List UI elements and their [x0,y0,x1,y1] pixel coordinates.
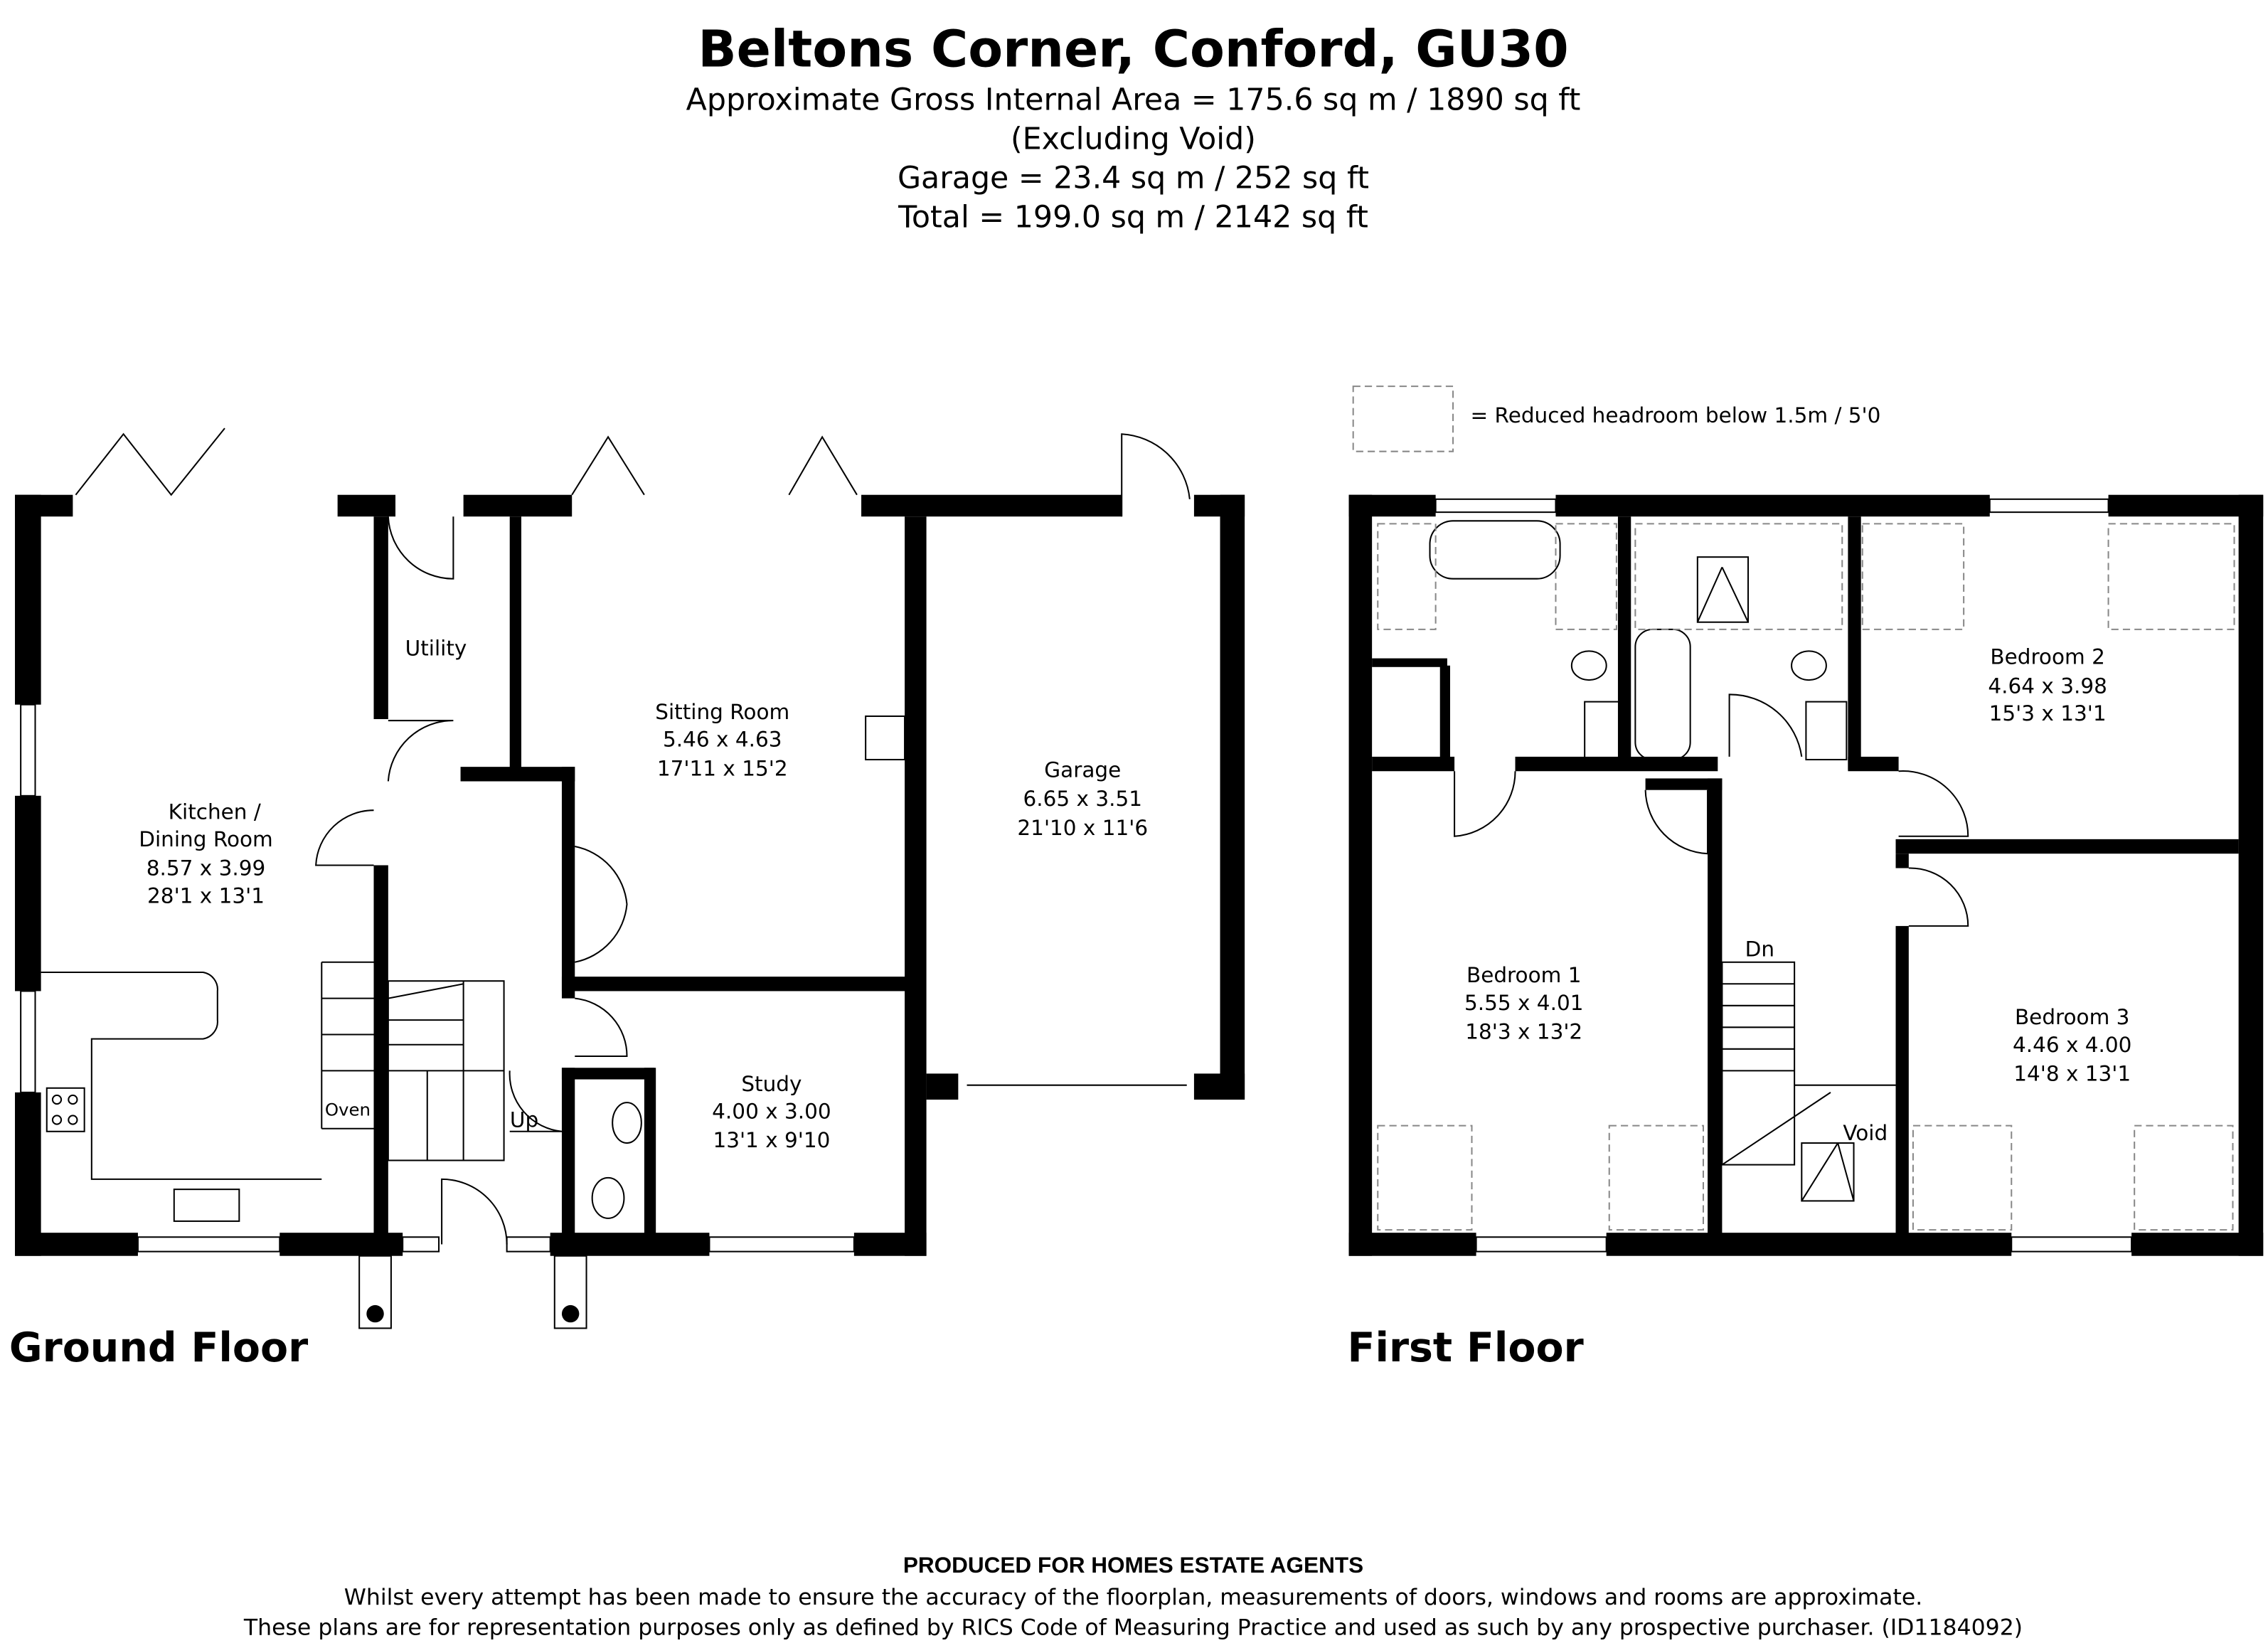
produced-by: PRODUCED FOR HOMES ESTATE AGENTS [903,1552,1363,1578]
oven-label: Oven [325,1099,371,1120]
disclaimer-line-1: Whilst every attempt has been made to en… [344,1585,1923,1610]
svg-text:4.00 x 3.00: 4.00 x 3.00 [712,1099,831,1123]
room-study: Study 4.00 x 3.00 13'1 x 9'10 [712,1072,831,1152]
room-kitchen-dining: Kitchen / Dining Room 8.57 x 3.99 28'1 x… [139,799,273,908]
excluding-void: (Excluding Void) [1011,122,1256,157]
svg-text:18'3 x 13'2: 18'3 x 13'2 [1465,1020,1582,1044]
sink-icon [173,1189,240,1222]
svg-text:21'10 x 11'6: 21'10 x 11'6 [1017,816,1148,840]
ground-floor-plan [15,427,1245,1329]
svg-text:14'8 x 13'1: 14'8 x 13'1 [2013,1062,2131,1086]
svg-text:8.57 x 3.99: 8.57 x 3.99 [147,856,266,881]
svg-text:6.65 x 3.51: 6.65 x 3.51 [1023,787,1143,811]
total-area: Total = 199.0 sq m / 2142 sq ft [898,199,1368,235]
reduced-headroom-swatch [1352,386,1454,452]
svg-text:Study: Study [741,1072,802,1096]
first-floor-label: First Floor [1348,1324,1584,1371]
legend-text: = Reduced headroom below 1.5m / 5'0 [1470,403,1880,427]
fireplace-icon [865,715,906,760]
page-title: Beltons Corner, Conford, GU30 [698,20,1568,79]
svg-text:Garage: Garage [1044,757,1121,782]
svg-text:4.46 x 4.00: 4.46 x 4.00 [2013,1033,2132,1057]
svg-text:17'11 x 15'2: 17'11 x 15'2 [657,756,788,780]
svg-text:Sitting Room: Sitting Room [655,700,789,724]
gross-area: Approximate Gross Internal Area = 175.6 … [686,83,1581,118]
svg-text:4.64 x 3.98: 4.64 x 3.98 [1988,674,2107,698]
room-bedroom-3: Bedroom 3 4.46 x 4.00 14'8 x 13'1 [2013,1005,2132,1085]
svg-text:Bedroom 1: Bedroom 1 [1466,963,1581,987]
svg-text:Kitchen /: Kitchen / [169,799,261,824]
up-label: Up [510,1108,538,1132]
disclaimer-line-2: These plans are for representation purpo… [243,1615,2023,1641]
svg-text:28'1 x 13'1: 28'1 x 13'1 [147,883,265,908]
hob-icon [46,1087,85,1132]
ground-floor-label: Ground Floor [9,1324,308,1371]
down-label: Dn [1745,937,1774,962]
room-garage: Garage 6.65 x 3.51 21'10 x 11'6 [1017,757,1148,839]
room-bedroom-2: Bedroom 2 4.64 x 3.98 15'3 x 13'1 [1988,645,2107,725]
svg-text:15'3 x 13'1: 15'3 x 13'1 [1989,701,2107,725]
room-sitting: Sitting Room 5.46 x 4.63 17'11 x 15'2 [655,700,789,780]
svg-text:5.46 x 4.63: 5.46 x 4.63 [663,728,782,752]
void-label: Void [1843,1121,1888,1145]
room-bedroom-1: Bedroom 1 5.55 x 4.01 18'3 x 13'2 [1464,963,1584,1043]
svg-text:13'1 x 9'10: 13'1 x 9'10 [713,1128,830,1152]
svg-text:Dining Room: Dining Room [139,827,273,851]
first-floor-plan [1348,494,2264,1256]
svg-text:5.55 x 4.01: 5.55 x 4.01 [1464,991,1584,1015]
svg-text:Bedroom 3: Bedroom 3 [2015,1005,2130,1029]
svg-text:Bedroom 2: Bedroom 2 [1990,645,2105,669]
garage-area: Garage = 23.4 sq m / 252 sq ft [898,160,1369,196]
utility-label: Utility [405,637,467,661]
